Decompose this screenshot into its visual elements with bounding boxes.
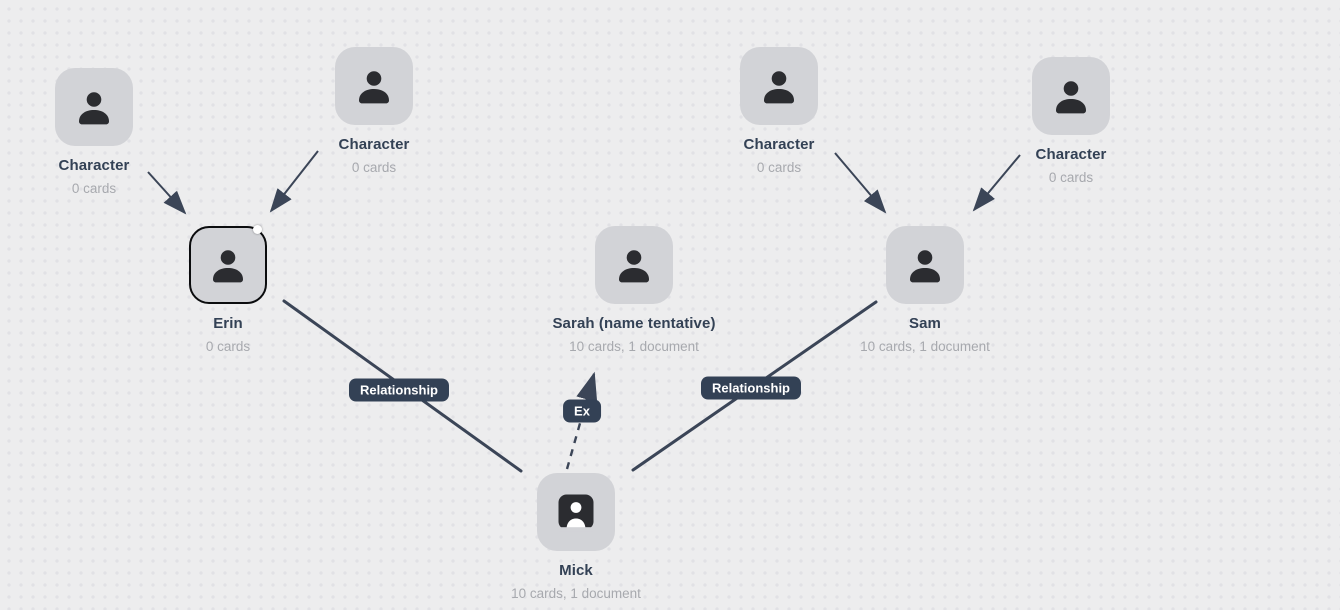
node-mick[interactable] <box>537 473 615 551</box>
node-label: Character 0 cards <box>0 156 224 198</box>
person-icon <box>213 250 243 283</box>
edge-character1-erin[interactable] <box>147 171 187 215</box>
node-character-4[interactable] <box>1032 57 1110 135</box>
node-sam[interactable] <box>886 226 964 304</box>
node-title: Sam <box>909 315 941 332</box>
person-badge-icon <box>558 494 594 532</box>
node-label: Sam 10 cards, 1 document <box>795 314 1055 356</box>
edge-character4-sam[interactable] <box>972 154 1021 212</box>
edge-label-ex[interactable]: Ex <box>563 399 601 423</box>
node-sarah[interactable] <box>595 226 673 304</box>
node-sublabel: 10 cards, 1 document <box>569 339 699 354</box>
person-icon <box>619 250 649 283</box>
node-sublabel: 0 cards <box>1048 170 1094 185</box>
node-title: Character <box>58 157 130 174</box>
node-label: Sarah (name tentative) 10 cards, 1 docum… <box>504 314 764 356</box>
edge-label-relationship-left[interactable]: Relationship <box>348 378 450 402</box>
node-title: Character <box>743 136 815 153</box>
edge-character2-erin[interactable] <box>269 150 319 213</box>
node-erin[interactable] <box>189 225 267 304</box>
node-label: Character 0 cards <box>649 135 909 177</box>
node-title: Character <box>338 136 410 153</box>
person-icon <box>359 71 389 104</box>
node-sublabel: 0 cards <box>71 181 117 196</box>
person-icon <box>1056 81 1086 114</box>
node-sublabel: 10 cards, 1 document <box>511 586 641 601</box>
node-sublabel: 0 cards <box>205 339 251 354</box>
node-label: Character 0 cards <box>244 135 504 177</box>
selection-handle[interactable] <box>253 225 262 234</box>
node-title: Sarah (name tentative) <box>552 315 716 332</box>
node-title: Erin <box>213 315 243 332</box>
node-character-3[interactable] <box>740 47 818 125</box>
person-icon <box>910 250 940 283</box>
node-character-1[interactable] <box>55 68 133 146</box>
person-icon <box>764 71 794 104</box>
node-sublabel: 0 cards <box>756 160 802 175</box>
person-icon <box>79 92 109 125</box>
node-label: Character 0 cards <box>941 145 1201 187</box>
edge-mick-sarah-dashed[interactable] <box>565 371 598 470</box>
node-sublabel: 0 cards <box>351 160 397 175</box>
node-sublabel: 10 cards, 1 document <box>860 339 990 354</box>
node-title: Character <box>1035 146 1107 163</box>
node-character-2[interactable] <box>335 47 413 125</box>
edge-label-relationship-right[interactable]: Relationship <box>700 376 802 400</box>
node-title: Mick <box>559 562 593 579</box>
node-label: Mick 10 cards, 1 document <box>446 561 706 603</box>
edge-character3-sam[interactable] <box>834 152 887 214</box>
node-label: Erin 0 cards <box>98 314 358 356</box>
